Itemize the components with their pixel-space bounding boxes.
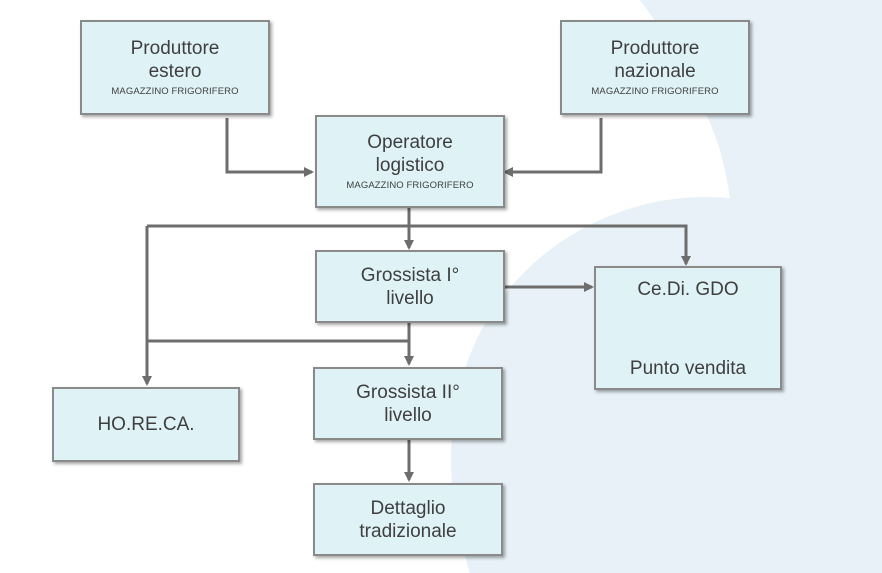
node-produttore-nazionale: Produttore nazionale MAGAZZINO FRIGORIFE…: [560, 20, 750, 115]
node-grossista-secondo-livello: Grossista II° livello: [313, 367, 503, 440]
node-title-line: Produttore: [130, 38, 220, 59]
node-produttore-estero: Produttore estero MAGAZZINO FRIGORIFERO: [80, 20, 270, 115]
node-subtitle: MAGAZZINO FRIGORIFERO: [591, 86, 719, 97]
node-dettaglio-tradizionale: Dettaglio tradizionale: [313, 483, 503, 556]
node-title-line: Operatore: [367, 132, 453, 153]
arrow-operatore-to-cedi: [147, 224, 691, 266]
node-horeca: HO.RE.CA.: [52, 387, 240, 462]
node-title-line: Dettaglio: [370, 497, 446, 519]
node-title-line: HO.RE.CA.: [97, 414, 195, 435]
node-grossista-primo-livello: Grossista I° livello: [315, 250, 505, 323]
node-subtitle: MAGAZZINO FRIGORIFERO: [111, 86, 239, 97]
node-title-line: Ce.Di. GDO: [637, 279, 739, 300]
node-title-line: estero: [148, 61, 202, 82]
node-title-line: livello: [386, 287, 434, 309]
node-title-line: nazionale: [614, 61, 696, 82]
node-title-line: Punto vendita: [629, 358, 747, 379]
node-title-line: Grossista II°: [356, 381, 460, 403]
node-cedi-gdo: Ce.Di. GDO Punto vendita: [594, 266, 782, 390]
node-operatore-logistico: Operatore logistico MAGAZZINO FRIGORIFER…: [315, 115, 505, 208]
node-title-line: Produttore: [610, 38, 700, 59]
node-title-line: Grossista I°: [360, 264, 460, 286]
node-subtitle: MAGAZZINO FRIGORIFERO: [346, 180, 474, 191]
node-title-line: tradizionale: [359, 520, 457, 542]
arrow-estero-to-operatore: [225, 118, 314, 177]
arrow-nazionale-to-operatore: [503, 118, 603, 177]
node-title-line: livello: [384, 404, 432, 426]
node-title-line: logistico: [375, 155, 445, 176]
